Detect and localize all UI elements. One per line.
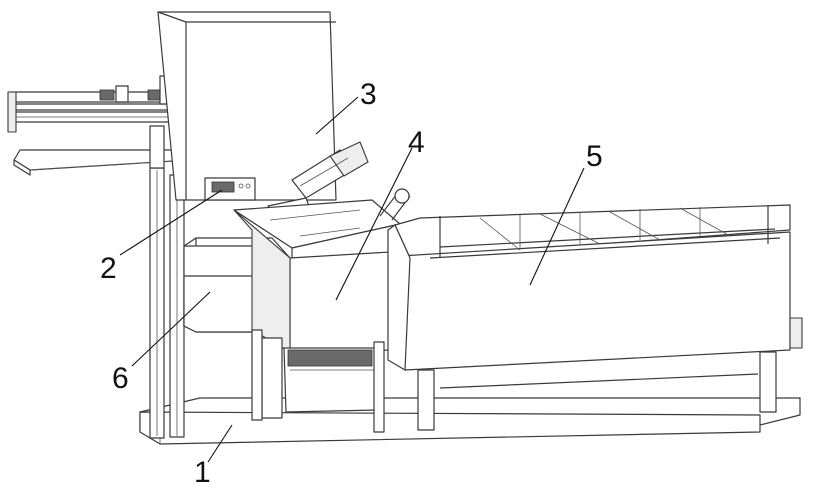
upper-arm-frame — [7, 75, 191, 176]
leader-1 — [207, 424, 233, 463]
leader-2 — [119, 189, 223, 256]
callout-1: 1 — [194, 456, 211, 489]
leader-5 — [529, 167, 585, 286]
mesh-basket — [251, 329, 385, 433]
leader-lines — [119, 96, 585, 463]
callout-2: 2 — [100, 252, 117, 285]
base-plate — [139, 397, 801, 445]
leader-6 — [131, 291, 211, 367]
control-panel — [204, 177, 256, 201]
support-column — [149, 167, 185, 439]
washing-tank — [387, 204, 803, 431]
feed-hopper — [157, 11, 337, 201]
main-processing-box — [233, 199, 401, 353]
callout-6: 6 — [112, 362, 129, 395]
callout-labels: 1 2 3 4 5 6 — [100, 78, 603, 489]
callout-3: 3 — [360, 78, 377, 111]
callout-5: 5 — [586, 140, 603, 173]
callout-4: 4 — [408, 126, 425, 159]
leader-4 — [335, 147, 413, 301]
leader-3 — [315, 96, 359, 135]
